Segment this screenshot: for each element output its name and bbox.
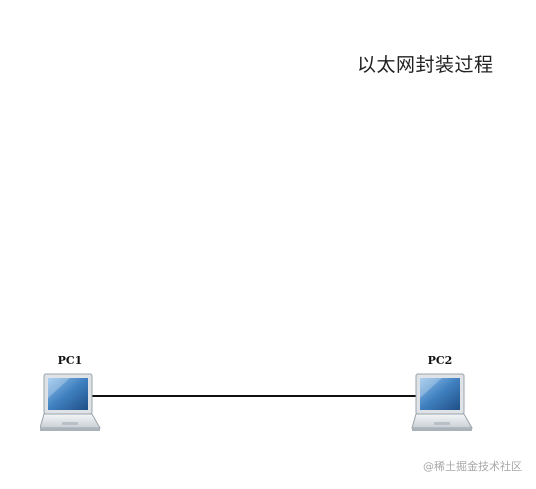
pc1-node[interactable]: PC1 [40,354,108,444]
pc1-label: PC1 [57,354,83,367]
laptop-icon [411,373,473,431]
watermark: @稀土掘金技术社区 [423,460,522,473]
pc2-label: PC2 [427,354,453,367]
laptop-icon [40,373,101,431]
pc2-node[interactable]: PC2 [410,354,478,444]
diagram-title: 以太网封装过程 [357,54,494,76]
